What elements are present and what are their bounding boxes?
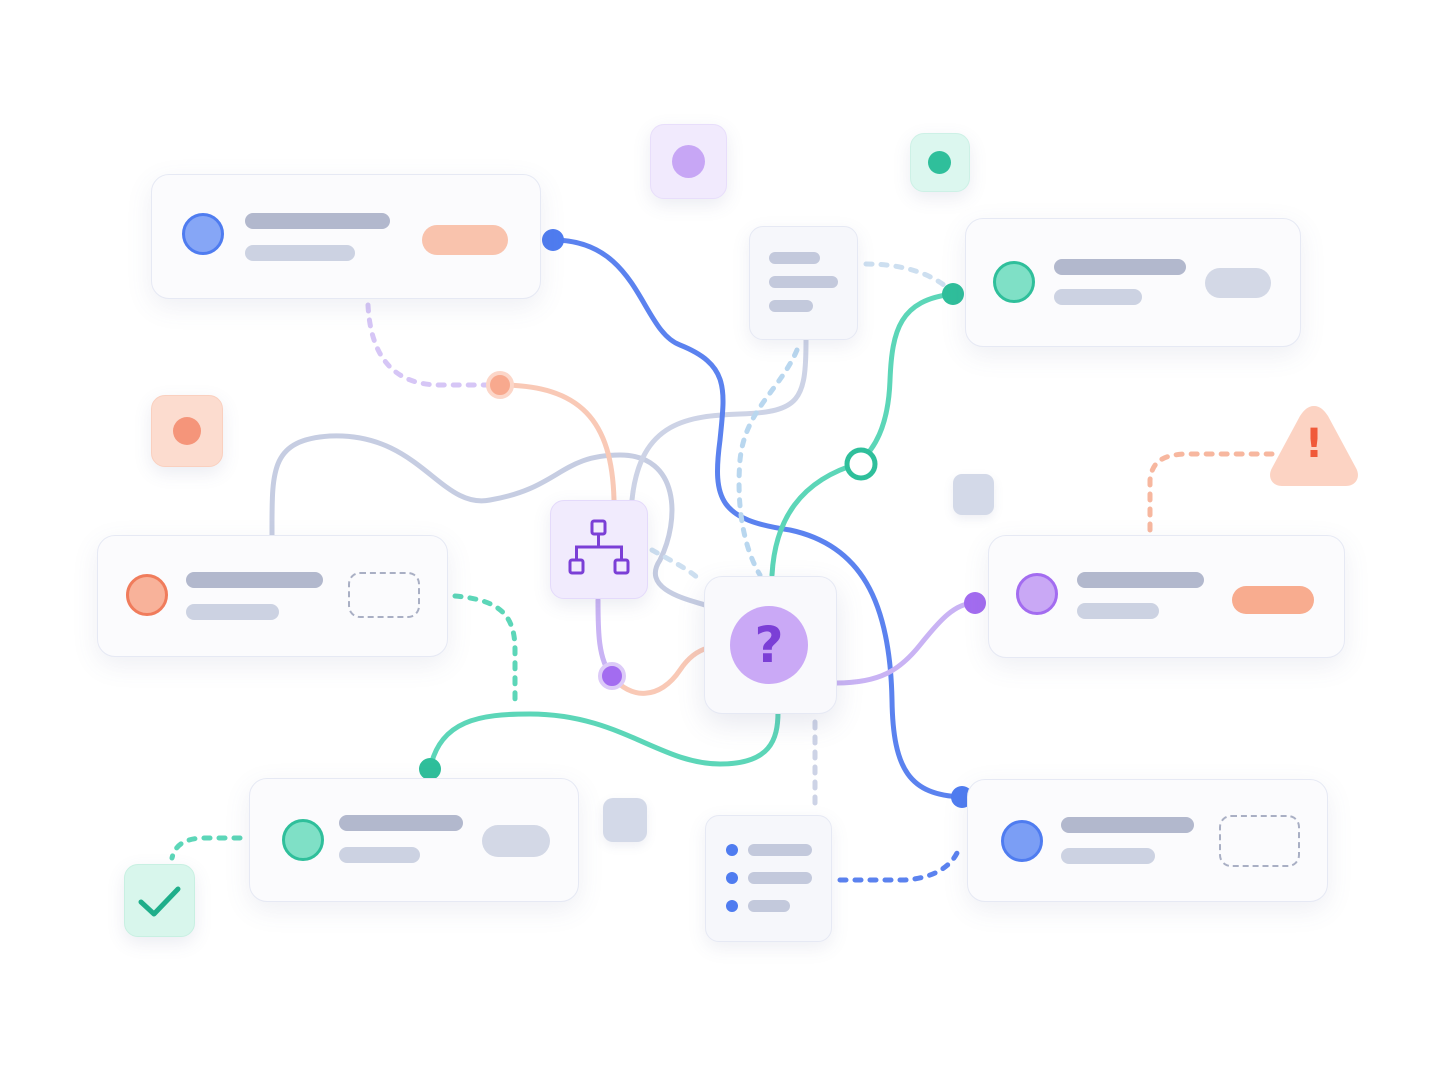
- card-middle-right[interactable]: [988, 535, 1345, 658]
- purple-dot-tile: [650, 124, 727, 199]
- connector-coral: [497, 382, 617, 503]
- checkmark-icon: [138, 886, 181, 917]
- connector-purple-right: [833, 600, 978, 686]
- hub-glyph: ?: [754, 616, 784, 674]
- connector-dotted-doc-right: [863, 261, 953, 293]
- title-placeholder: [339, 815, 463, 831]
- question-mark-icon: ?: [730, 606, 808, 684]
- dot-icon: [928, 151, 951, 174]
- connector-teal-mid: [769, 460, 863, 578]
- title-placeholder: [1054, 259, 1186, 275]
- connector-gray-left: [269, 433, 708, 608]
- card-top-right[interactable]: [965, 218, 1301, 347]
- hierarchy-icon: [568, 519, 630, 575]
- connector-teal-upper: [857, 291, 956, 466]
- card-middle-left[interactable]: [97, 535, 448, 657]
- text-line: [769, 276, 838, 288]
- title-placeholder: [1061, 817, 1194, 833]
- status-dot-blue: [182, 213, 224, 255]
- node-coral: [486, 371, 514, 399]
- card-bottom-right[interactable]: [967, 779, 1328, 902]
- text-line: [769, 300, 813, 312]
- connector-gray-doc: [629, 337, 809, 503]
- gray-square-tile: [953, 474, 994, 515]
- warning-glyph: !: [1304, 421, 1324, 467]
- hub-tile[interactable]: ?: [704, 576, 837, 714]
- status-dot-blue: [1001, 820, 1043, 862]
- subtitle-placeholder: [245, 245, 355, 261]
- node-purple-low: [598, 662, 626, 690]
- checkmark-tile[interactable]: [124, 864, 195, 937]
- tag-pill-gray[interactable]: [482, 825, 550, 857]
- status-dot-teal: [993, 261, 1035, 303]
- card-bottom-left[interactable]: [249, 778, 579, 902]
- node-purple-right: [964, 592, 986, 614]
- connector-dotted-blue-bottom: [837, 842, 963, 883]
- document-tile[interactable]: [749, 226, 858, 340]
- node-teal-bottom: [419, 758, 441, 780]
- title-placeholder: [245, 213, 390, 229]
- subtitle-placeholder: [339, 847, 420, 863]
- bullet-icon: [726, 900, 738, 912]
- text-line: [748, 872, 812, 884]
- card-top-left[interactable]: [151, 174, 541, 299]
- connector-coral-lower: [609, 645, 711, 696]
- tag-pill-coral[interactable]: [422, 225, 508, 255]
- teal-dot-tile: [910, 133, 970, 192]
- connector-dotted-purple: [365, 302, 503, 388]
- text-line: [748, 900, 790, 912]
- connector-dotted-network-hub: [649, 547, 703, 583]
- bullet-icon: [726, 844, 738, 856]
- text-line: [748, 844, 812, 856]
- connector-dotted-teal-left: [452, 593, 518, 708]
- status-dot-coral: [126, 574, 168, 616]
- title-placeholder: [1077, 572, 1204, 588]
- text-line: [769, 252, 820, 264]
- network-tile[interactable]: [550, 500, 648, 599]
- tag-pill-gray[interactable]: [1205, 268, 1271, 298]
- bullet-icon: [726, 872, 738, 884]
- subtitle-placeholder: [1054, 289, 1142, 305]
- connector-blue-main: [550, 237, 965, 800]
- status-dot-purple: [1016, 573, 1058, 615]
- node-teal-ring: [844, 447, 878, 481]
- title-placeholder: [186, 572, 323, 588]
- tag-pill-coral[interactable]: [1232, 586, 1314, 614]
- connector-teal-bottom: [427, 709, 781, 772]
- gray-square-tile: [603, 798, 647, 842]
- connector-dotted-light-blue: [736, 347, 800, 578]
- connector-dotted-teal-check: [169, 835, 243, 861]
- subtitle-placeholder: [1077, 603, 1159, 619]
- dot-icon: [173, 417, 201, 445]
- subtitle-placeholder: [1061, 848, 1155, 864]
- subtitle-placeholder: [186, 604, 279, 620]
- node-teal-top: [942, 283, 964, 305]
- list-tile[interactable]: [705, 815, 832, 942]
- dot-icon: [672, 145, 705, 178]
- status-dot-teal: [282, 819, 324, 861]
- empty-slot[interactable]: [1219, 815, 1300, 867]
- node-blue-top: [542, 229, 564, 251]
- coral-dot-tile: [151, 395, 223, 467]
- empty-slot[interactable]: [348, 572, 420, 618]
- connector-dotted-coral-warning: [1147, 451, 1275, 533]
